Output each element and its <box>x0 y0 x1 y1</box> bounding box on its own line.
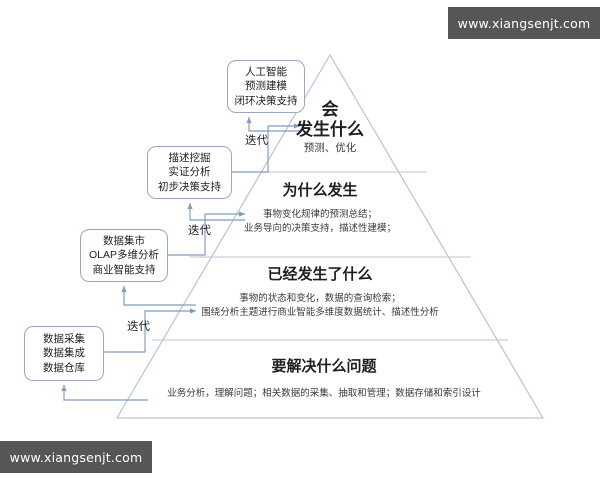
arrow-collect-to-tier3 <box>104 308 196 353</box>
arrow-mining-to-tier1 <box>232 123 300 173</box>
arrow-tier2-to-mining <box>187 203 245 221</box>
capability-box-ai: 人工智能 预测建模 闭环决策支持 <box>227 60 305 113</box>
tier-3-title: 已经发生了什么 <box>267 266 373 283</box>
watermark-top: www.xiangsenjt.com <box>448 7 600 39</box>
tier-4-title: 要解决什么问题 <box>271 358 377 375</box>
pyramid-outline <box>115 53 545 419</box>
pyramid-tier-4: 要解决什么问题 业务分析，理解问题；相关数据的采集、抽取和管理；数据存储和索引设… <box>118 358 530 401</box>
arrow-tier1-to-ai <box>246 117 300 132</box>
tier-2-title: 为什么发生 <box>282 182 358 199</box>
iteration-label-3: 迭代 <box>127 321 150 333</box>
iteration-label-2: 迭代 <box>188 225 211 237</box>
iteration-label-1: 迭代 <box>245 135 268 147</box>
tier-2-subtitle: 事物变化规律的预测总结； 业务导向的决策支持，描述性建模； <box>243 209 396 235</box>
capability-box-olap: 数据集市 OLAP多维分析 商业智能支持 <box>80 229 168 282</box>
tier-4-subtitle: 业务分析，理解问题；相关数据的采集、抽取和管理；数据存储和索引设计 <box>167 388 481 400</box>
arrow-tier4-to-collect <box>61 385 148 401</box>
arrow-tier3-to-olap <box>121 286 196 306</box>
pyramid-tier-1: 会 发生什么 预测、优化 <box>255 100 405 155</box>
arrow-olap-to-tier2 <box>168 211 245 256</box>
capability-box-collection: 数据采集 数据集成 数据仓库 <box>24 326 104 381</box>
capability-box-mining: 描述挖掘 实证分析 初步决策支持 <box>147 146 232 199</box>
tier-1-subtitle: 预测、优化 <box>303 142 357 155</box>
pyramid-tier-3: 已经发生了什么 事物的状态和变化，数据的查询检索； 围绕分析主题进行商业智能多维… <box>150 266 490 320</box>
tier-3-subtitle: 事物的状态和变化，数据的查询检索； 围绕分析主题进行商业智能多维度数据统计、描述… <box>201 293 439 319</box>
pyramid-tier-2: 为什么发生 事物变化规律的预测总结； 业务导向的决策支持，描述性建模； <box>185 182 455 236</box>
connector-arrows <box>61 117 300 401</box>
tier-1-title: 会 发生什么 <box>296 100 364 139</box>
watermark-bottom: www.xiangsenjt.com <box>0 441 152 473</box>
